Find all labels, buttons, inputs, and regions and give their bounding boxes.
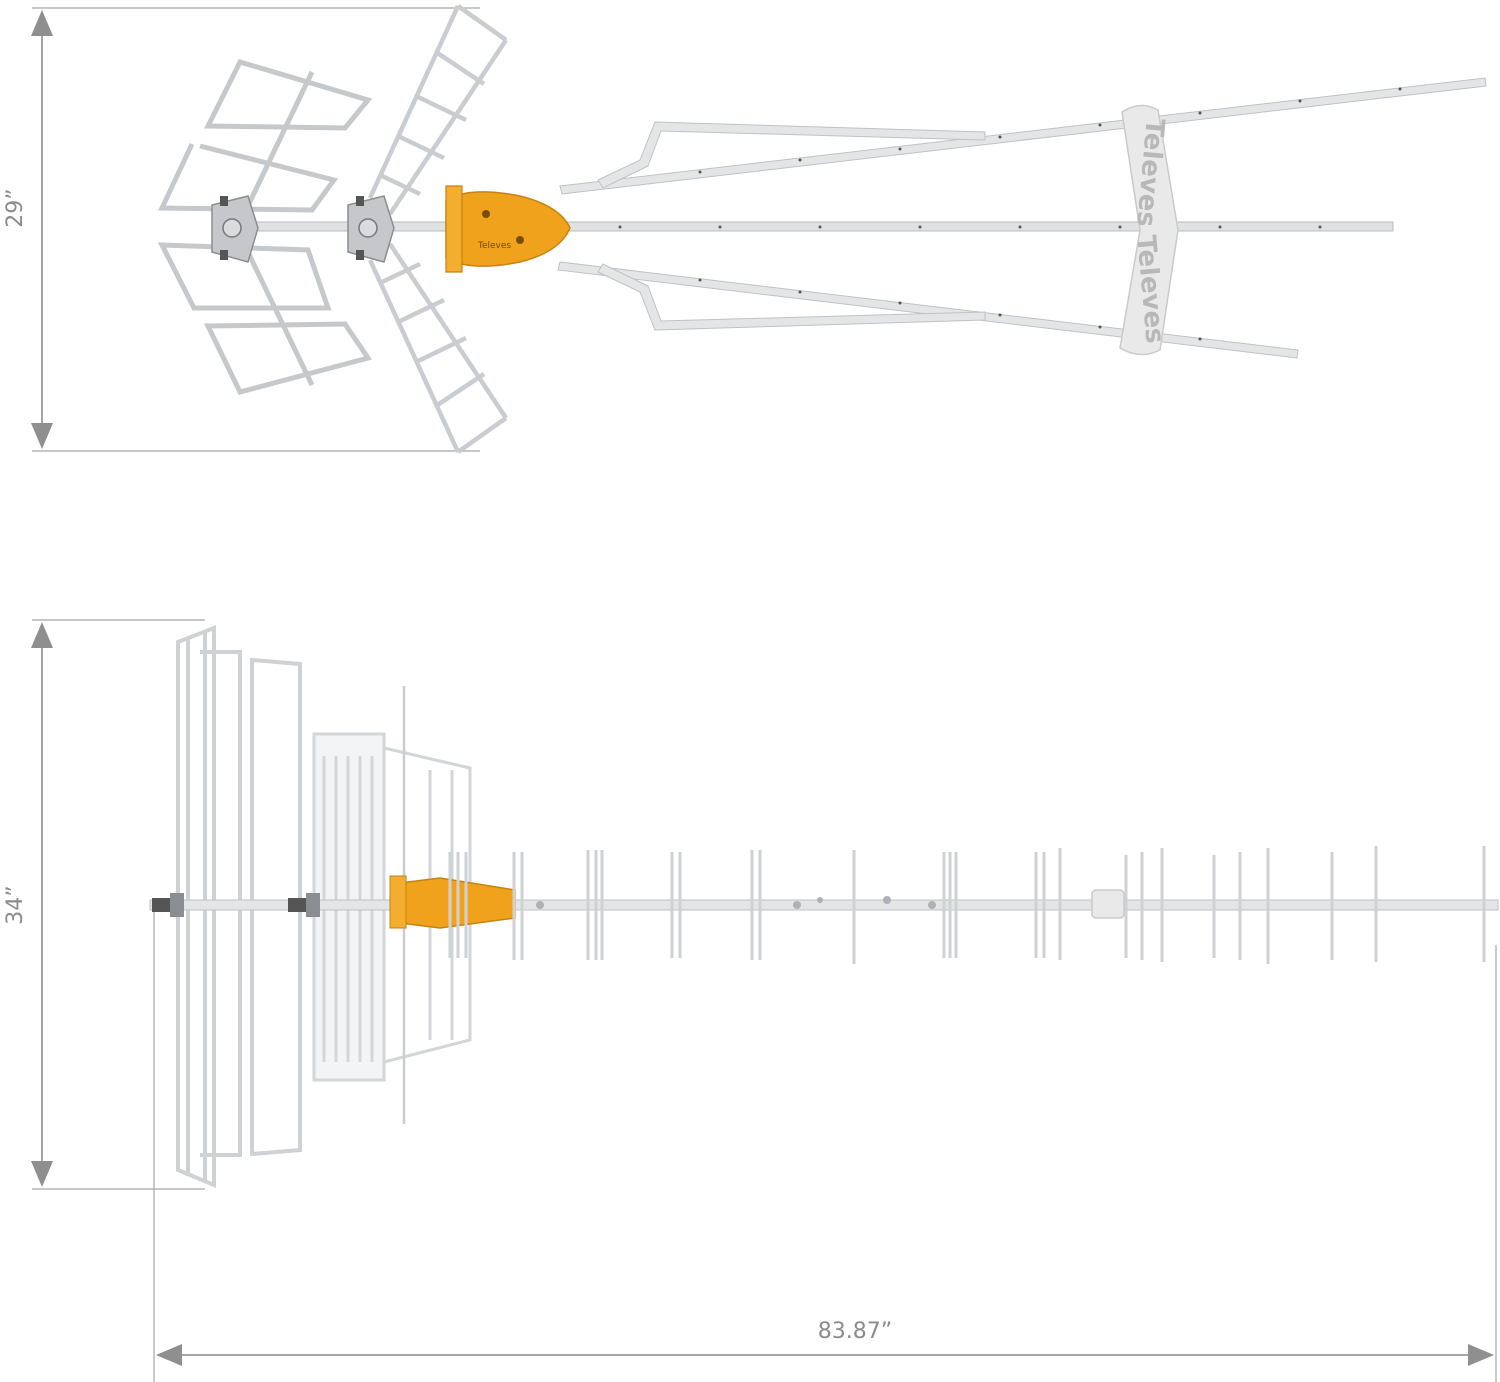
dimension-label-length: 83.87” bbox=[818, 1319, 892, 1344]
side-view: 34” 83.87” bbox=[3, 619, 1499, 1382]
side-amplifier-housing bbox=[389, 875, 516, 929]
side-main-boom bbox=[149, 899, 1499, 911]
arrow-left-icon bbox=[156, 1344, 182, 1366]
dipole-hub-1 bbox=[211, 195, 259, 263]
amplifier-logo: Televes bbox=[477, 241, 511, 251]
arm-fasteners bbox=[618, 87, 1402, 341]
arrow-right-icon bbox=[1468, 1344, 1494, 1366]
televes-crossbar: Televes Televes bbox=[1119, 104, 1179, 356]
uhf-reflector-panel-2 bbox=[367, 4, 508, 454]
amplifier-housing: Televes bbox=[445, 185, 571, 273]
side-directors bbox=[448, 846, 1486, 964]
side-boom-bolts bbox=[536, 896, 936, 909]
mast-clamps bbox=[152, 893, 320, 917]
dipole-hub-2 bbox=[347, 195, 395, 263]
dimension-label-height: 34” bbox=[3, 885, 28, 924]
arrow-down-icon bbox=[31, 1161, 53, 1187]
dimension-83-87-inch: 83.87” bbox=[153, 910, 1497, 1382]
uhf-reflector-panel-1 bbox=[157, 59, 373, 395]
arrow-up-icon bbox=[31, 622, 53, 648]
top-view: 29” Televes Televes bbox=[3, 4, 1487, 454]
dimension-34-inch: 34” bbox=[3, 619, 205, 1190]
dimension-29-inch: 29” bbox=[3, 7, 480, 452]
arrow-up-icon bbox=[31, 10, 53, 36]
arrow-down-icon bbox=[31, 423, 53, 449]
reflector-arms bbox=[557, 77, 1487, 359]
dimension-label-width: 29” bbox=[3, 188, 28, 227]
side-crossbar-block bbox=[1091, 889, 1125, 919]
